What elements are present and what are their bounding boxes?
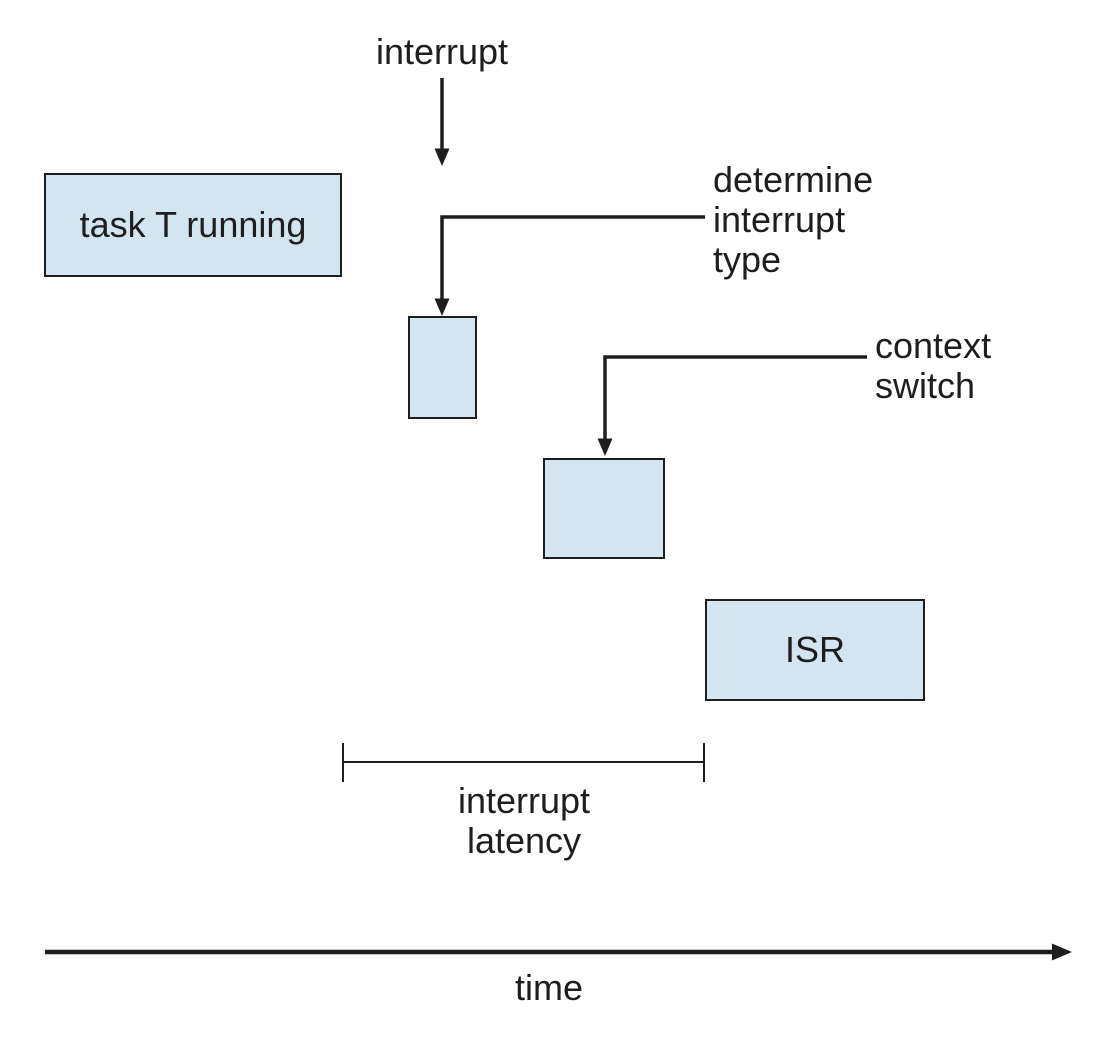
interrupt-arrow (434, 78, 450, 166)
context-switch-label: context switch (875, 325, 992, 406)
context-switch-elbow-arrow (597, 355, 867, 456)
isr-label: ISR (784, 629, 845, 670)
determine-interrupt-type-label: determine interrupt type (713, 159, 874, 280)
interrupt-latency-label: interrupt latency (457, 780, 591, 861)
isr-box: ISR (705, 599, 925, 701)
interrupt-label: interrupt (375, 31, 509, 72)
determine-interrupt-type-box (408, 316, 477, 419)
time-axis-arrow (45, 943, 1072, 961)
time-label: time (515, 967, 584, 1008)
determine-interrupt-type-elbow-arrow (434, 215, 705, 316)
task-running-label: task T running (79, 204, 307, 245)
context-switch-box (543, 458, 665, 559)
task-running-box: task T running (44, 173, 342, 277)
interrupt-latency-bracket (342, 743, 705, 782)
